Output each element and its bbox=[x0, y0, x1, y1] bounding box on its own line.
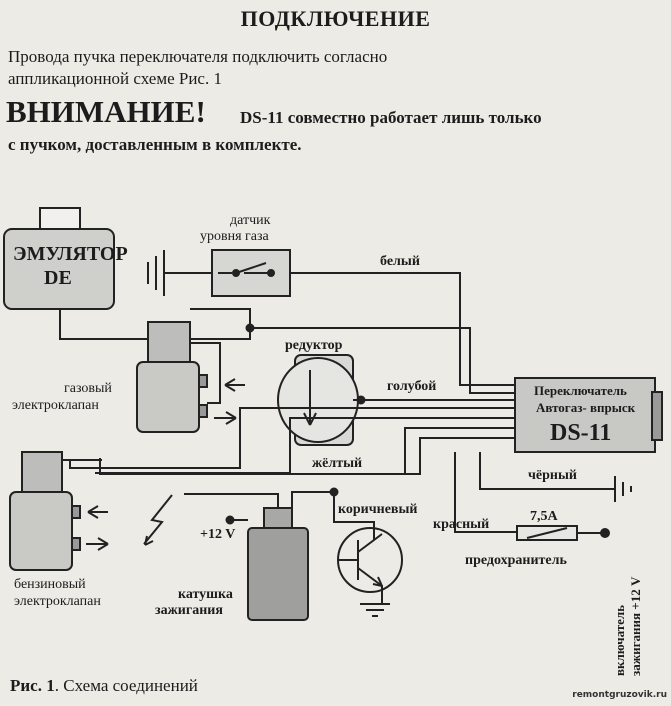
ignition-label-2: зажигания +12 V bbox=[628, 576, 643, 676]
reducer-label: редуктор bbox=[285, 338, 343, 353]
gas-sensor-label-2: уровня газа bbox=[200, 229, 269, 244]
switch-label-1: Переключатель bbox=[534, 383, 627, 398]
intro-line-2: аппликационной схеме Рис. 1 bbox=[8, 69, 222, 88]
wire-emulator bbox=[59, 308, 251, 340]
wire-red-label: красный bbox=[433, 517, 490, 532]
switch-model-label: DS-11 bbox=[550, 420, 612, 446]
gas-valve-body bbox=[136, 361, 200, 433]
coil-label-2: зажигания bbox=[155, 603, 223, 618]
figure-caption: Рис. 1. Схема соединений bbox=[10, 676, 198, 696]
petrol-valve-body bbox=[9, 491, 73, 571]
watermark: remontgruzovik.ru bbox=[572, 690, 667, 700]
warning-text: DS-11 совместно работает лишь только bbox=[240, 108, 542, 127]
fuse-label: предохранитель bbox=[465, 553, 567, 568]
wire-white-label: белый bbox=[380, 254, 420, 269]
petrol-valve-label-2: электроклапан bbox=[14, 594, 101, 609]
switch-label-2: Автогаз- впрыск bbox=[536, 400, 636, 415]
plus12-label: +12 V bbox=[200, 527, 236, 542]
ignition-coil bbox=[247, 527, 309, 621]
gas-valve-label-1: газовый bbox=[64, 381, 112, 396]
caption-number: Рис. 1 bbox=[10, 676, 55, 695]
wire-brown bbox=[291, 491, 375, 540]
warning-text-line-2: с пучком, доставленным в комплекте. bbox=[8, 135, 302, 154]
page-title: ПОДКЛЮЧЕНИЕ bbox=[240, 6, 431, 31]
wire-blue-label: голубой bbox=[387, 379, 437, 394]
wire-yellow bbox=[99, 437, 515, 475]
caption-text: . Схема соединений bbox=[54, 676, 198, 695]
ground-symbol-sensor bbox=[147, 250, 212, 296]
petrol-valve-coil bbox=[21, 451, 63, 495]
wire-red bbox=[454, 452, 517, 533]
wire-black bbox=[479, 452, 615, 490]
emulator-tab bbox=[39, 207, 81, 231]
wire-yellow-label: жёлтый bbox=[312, 456, 363, 471]
coil-label-1: катушка bbox=[178, 587, 233, 602]
emulator-label-1: ЭМУЛЯТОР bbox=[13, 243, 128, 265]
petrol-valve-label-1: бензиновый bbox=[14, 577, 86, 592]
intro-line-1: Провода пучка переключателя подключить с… bbox=[8, 47, 388, 66]
warning-heading: ВНИМАНИЕ! bbox=[6, 94, 206, 129]
gas-valve-coil bbox=[147, 321, 191, 365]
gas-sensor-label-1: датчик bbox=[230, 213, 271, 228]
wire-black-label: чёрный bbox=[528, 468, 577, 483]
ignition-label-1: включатель bbox=[612, 604, 627, 676]
fuse-rating-label: 7,5A bbox=[530, 509, 558, 524]
wire-brown-label: коричневый bbox=[338, 502, 418, 517]
emulator-label-2: DE bbox=[44, 267, 72, 289]
gas-valve-label-2: электроклапан bbox=[12, 398, 99, 413]
